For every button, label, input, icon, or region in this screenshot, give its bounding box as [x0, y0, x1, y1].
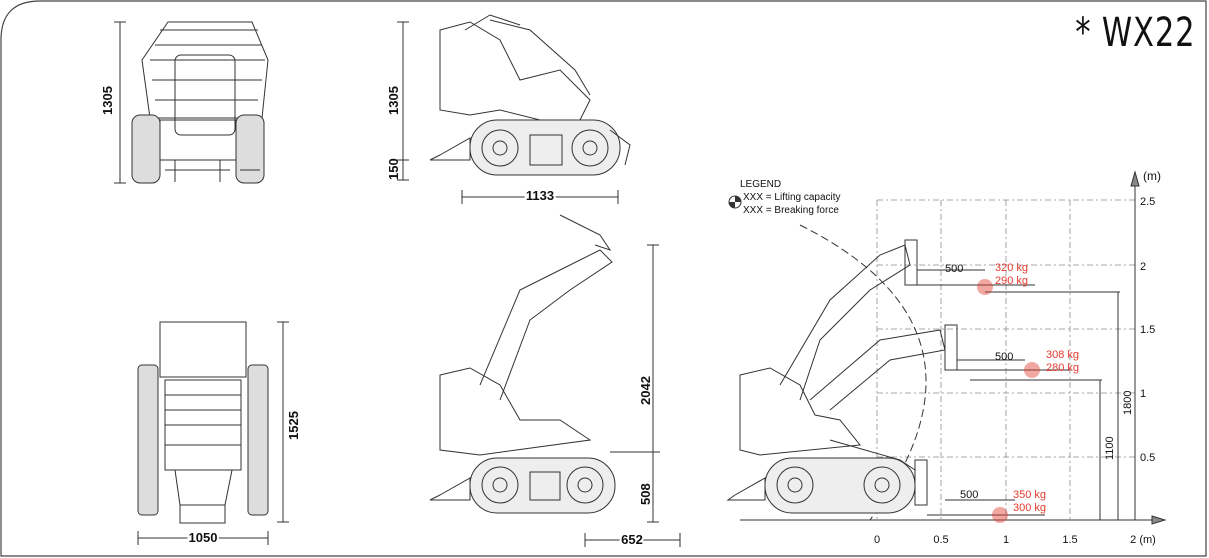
height-1800: 1800 [1122, 391, 1134, 415]
legend-title: LEGEND [740, 179, 781, 190]
x-tick-1: 1 [1003, 534, 1009, 546]
x-tick-0.5: 0.5 [933, 534, 948, 546]
y-tick-2: 2 [1140, 261, 1146, 273]
height-1100: 1100 [1104, 436, 1116, 460]
load-chart: 500 500 500 320 kg 290 kg 308 kg 280 kg … [726, 169, 1167, 546]
dim-front-height: 1305 [100, 86, 115, 115]
x-tick-0: 0 [874, 534, 880, 546]
x-tick-1.5: 1.5 [1062, 534, 1077, 546]
loader-silhouettes [726, 239, 1070, 516]
reach-2: 500 [995, 351, 1013, 363]
dim-side-length: 1133 [526, 188, 554, 203]
y-unit: (m) [1143, 169, 1161, 183]
top-view [137, 321, 289, 545]
dim-top-width: 1050 [189, 530, 218, 545]
front-view [114, 21, 269, 184]
side-view [397, 14, 631, 204]
dim-side-height: 1305 [386, 86, 401, 115]
model-title: * WX22 [1074, 10, 1195, 56]
reach-1: 500 [945, 263, 963, 275]
lift-3: 350 kg [1013, 489, 1046, 501]
dim-top-length: 1525 [286, 411, 301, 440]
raised-side-view [429, 214, 681, 547]
dim-raised-height: 2042 [638, 376, 653, 405]
lift-2: 308 kg [1046, 349, 1079, 361]
dim-track-height: 150 [386, 158, 401, 180]
y-tick-2.5: 2.5 [1140, 196, 1155, 208]
dim-track-block: 508 [638, 483, 653, 505]
y-tick-0.5: 0.5 [1140, 452, 1155, 464]
legend-marker-icon [728, 195, 742, 209]
legend-breaking: XXX = Breaking force [743, 205, 839, 216]
legend-lifting: XXX = Lifting capacity [743, 192, 841, 203]
reach-3: 500 [960, 489, 978, 501]
break-1: 290 kg [995, 275, 1028, 287]
legend: LEGEND XXX = Lifting capacity XXX = Brea… [728, 179, 841, 216]
x-tick-2: 2 (m) [1130, 534, 1156, 546]
break-3: 300 kg [1013, 502, 1046, 514]
lift-1: 320 kg [995, 262, 1028, 274]
dim-track-width: 652 [621, 532, 643, 547]
break-2: 280 kg [1046, 362, 1079, 374]
y-tick-1: 1 [1140, 388, 1146, 400]
y-tick-1.5: 1.5 [1140, 324, 1155, 336]
